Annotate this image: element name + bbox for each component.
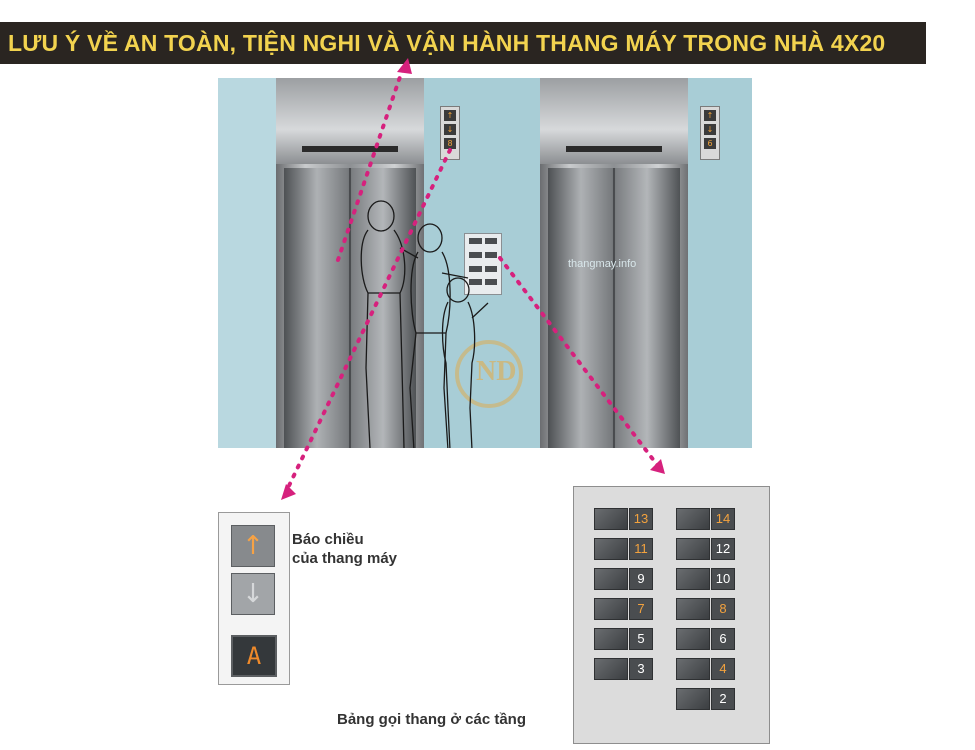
floor-digit: 6	[704, 138, 716, 149]
floor-call-button[interactable]: 6	[676, 628, 736, 650]
floor-digit: 8	[444, 138, 456, 149]
call-button-face[interactable]	[676, 688, 710, 710]
direction-indicator-right: ↑ ↓ 6	[700, 106, 720, 160]
floor-number: 4	[711, 658, 735, 680]
floor-call-button[interactable]: 12	[676, 538, 736, 560]
direction-label-line2: của thang máy	[292, 550, 398, 567]
wall-left	[218, 78, 276, 448]
call-button-face[interactable]	[594, 658, 628, 680]
direction-label: Báo chiều của thang máy	[292, 530, 397, 568]
call-button-face[interactable]	[676, 538, 710, 560]
title-banner: LƯU Ý VỀ AN TOÀN, TIỆN NGHI VÀ VẬN HÀNH …	[0, 22, 926, 64]
hall-call-panel	[464, 233, 502, 295]
floor-display: A	[231, 635, 277, 677]
floor-number: 5	[629, 628, 653, 650]
floor-number: 6	[711, 628, 735, 650]
call-button-face[interactable]	[594, 508, 628, 530]
call-button-face[interactable]	[594, 628, 628, 650]
floor-number: 2	[711, 688, 735, 710]
hall-panel-label: Bảng gọi thang ở các tầng	[337, 711, 527, 728]
floor-indicator-bar	[566, 146, 662, 152]
floor-call-button[interactable]: 2	[676, 688, 736, 710]
direction-indicator-panel: ↑ ↓ A	[218, 512, 290, 685]
up-arrow-icon: ↑	[231, 525, 275, 567]
floor-call-button[interactable]: 13	[594, 508, 654, 530]
floor-number: 3	[629, 658, 653, 680]
arrowhead-icon	[281, 484, 296, 500]
floor-number: 12	[711, 538, 735, 560]
floor-call-button[interactable]: 11	[594, 538, 654, 560]
people-illustration	[360, 200, 489, 448]
floor-call-button[interactable]: 10	[676, 568, 736, 590]
down-arrow-icon: ↓	[704, 124, 716, 135]
call-button-face[interactable]	[594, 538, 628, 560]
direction-indicator-left: ↑ ↓ 8	[440, 106, 460, 160]
floor-call-button[interactable]: 14	[676, 508, 736, 530]
elevator-scene: ↑ ↓ 8 ↑ ↓ 6 thangmay.info ND	[218, 78, 752, 448]
floor-call-button[interactable]: 7	[594, 598, 654, 620]
floor-call-button[interactable]: 4	[676, 658, 736, 680]
floor-number: 11	[629, 538, 653, 560]
floor-call-button[interactable]: 9	[594, 568, 654, 590]
call-button-face[interactable]	[594, 598, 628, 620]
floor-number: 7	[629, 598, 653, 620]
call-button-face[interactable]	[594, 568, 628, 590]
up-arrow-icon: ↑	[704, 110, 716, 121]
down-arrow-icon: ↓	[444, 124, 456, 135]
direction-label-line1: Báo chiều	[292, 531, 364, 548]
floor-number: 10	[711, 568, 735, 590]
up-arrow-icon: ↑	[444, 110, 456, 121]
floor-call-button[interactable]: 5	[594, 628, 654, 650]
floor-call-button[interactable]: 3	[594, 658, 654, 680]
call-button-face[interactable]	[676, 568, 710, 590]
floor-call-button[interactable]: 8	[676, 598, 736, 620]
hall-call-board: 13 11 9 7 5 3 14 12 10 8 6 4 2	[573, 486, 770, 744]
floor-number: 14	[711, 508, 735, 530]
arrowhead-icon	[650, 459, 665, 474]
floor-number: 8	[711, 598, 735, 620]
banner-title: LƯU Ý VỀ AN TOÀN, TIỆN NGHI VÀ VẬN HÀNH …	[8, 29, 886, 56]
call-button-face[interactable]	[676, 508, 710, 530]
call-button-face[interactable]	[676, 598, 710, 620]
floor-number: 9	[629, 568, 653, 590]
call-button-face[interactable]	[676, 628, 710, 650]
floor-number: 13	[629, 508, 653, 530]
call-button-face[interactable]	[676, 658, 710, 680]
down-arrow-icon: ↓	[231, 573, 275, 615]
